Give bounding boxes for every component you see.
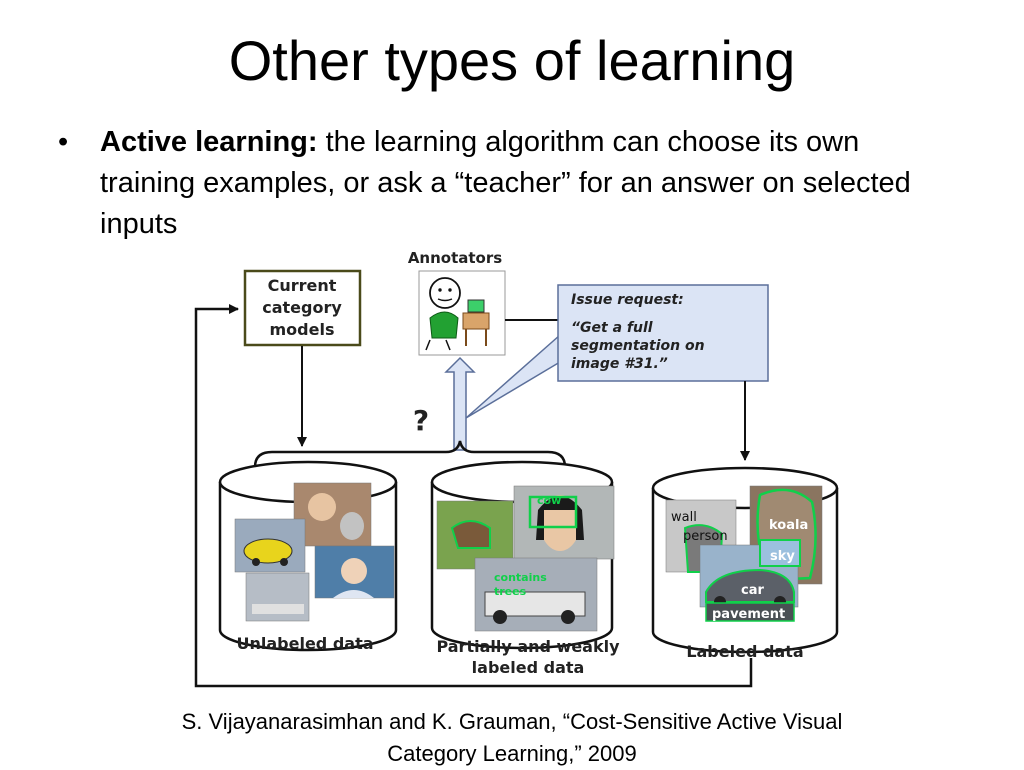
segment-label-sky: sky [770,549,795,564]
feedback-loop-line [194,304,753,688]
segment-label-wall: wall [671,510,697,525]
annotation-cow: cow [537,494,561,507]
partial-photos [436,485,615,632]
bullet-text: Active learning: the learning algorithm … [100,122,960,245]
segment-label-koala: koala [769,518,808,533]
annotators-box [418,270,506,356]
citation-line-2: Category Learning,” 2009 [387,741,637,766]
labeled-photos [665,485,823,622]
citation: S. Vijayanarasimhan and K. Grauman, “Cos… [60,706,964,770]
bullet-term: Active learning: [100,126,318,158]
annotation-contains-trees-2: trees [494,585,527,598]
segment-label-person: person [683,529,728,544]
unlabeled-data-label: Unlabeled data [236,634,373,653]
segment-label-pavement: pavement [712,607,785,622]
request-heading: Issue request: [571,292,684,308]
bullet-marker: • [58,126,69,158]
slide-title: Other types of learning [228,29,796,92]
models-box-line-3: models [270,320,335,339]
request-box [557,284,769,382]
segment-label-car: car [741,583,764,598]
request-line-3: image #31.” [571,356,668,372]
annotators-label: Annotators [408,249,502,267]
request-line-1: “Get a full [571,320,653,336]
models-box-line-1: Current [268,276,337,295]
partial-data-label-1: Partially and weakly [436,637,620,656]
annotator-person-icon [425,277,490,351]
labeled-data-label: Labeled data [686,642,803,661]
bullet-description: the learning algorithm can choose its ow… [100,126,911,240]
partial-data-label-2: labeled data [472,658,585,677]
models-box-line-2: category [262,298,342,317]
citation-line-1: S. Vijayanarasimhan and K. Grauman, “Cos… [181,709,843,734]
annotation-contains-trees-1: contains [494,571,547,584]
models-box [243,269,362,347]
request-line-2: segmentation on [571,338,705,354]
unlabeled-photos [234,482,395,622]
data-brace [253,440,567,468]
query-up-arrow [444,356,476,451]
question-mark: ? [413,404,429,437]
